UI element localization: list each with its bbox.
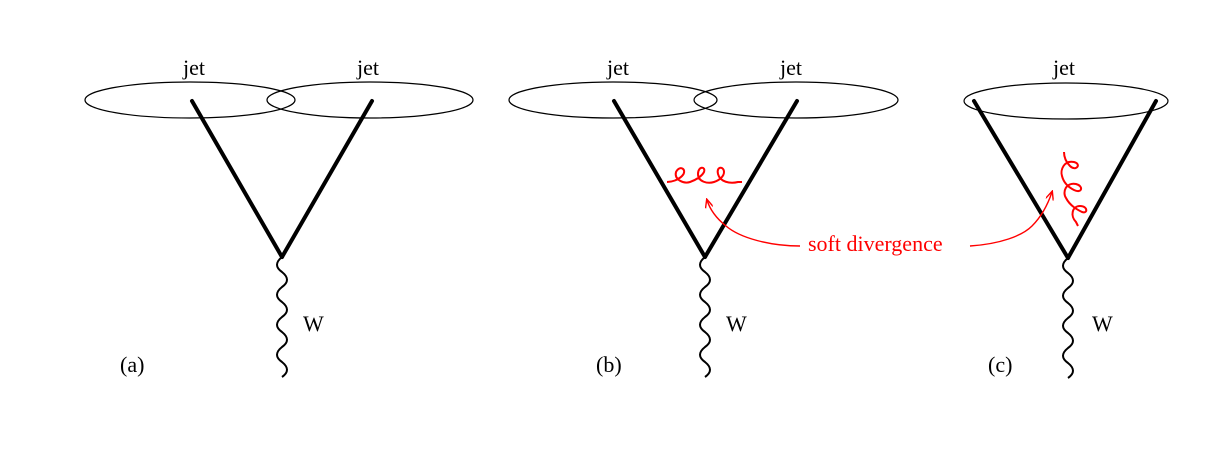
w-boson-line: [1062, 257, 1074, 379]
jet-cone-left: [508, 81, 718, 119]
quark-line: [972, 99, 1070, 260]
jet-label: jet: [1052, 55, 1075, 80]
jet-label-right: jet: [779, 55, 802, 80]
jet-cone-left: [84, 81, 296, 119]
jet-label-right: jet: [356, 55, 379, 80]
jet-cone-right: [266, 81, 474, 119]
arrow-to-b: [707, 200, 801, 247]
caption-b: (b): [596, 352, 622, 377]
soft-divergence-annotation: soft divergence: [707, 192, 1052, 256]
caption-c: (c): [988, 352, 1012, 377]
w-boson-line: [276, 256, 288, 378]
quark-line: [190, 99, 284, 259]
jet-cone-right: [693, 81, 899, 119]
jet-label-left: jet: [606, 55, 629, 80]
soft-gluon-loop: [666, 166, 742, 184]
w-boson-line: [699, 256, 711, 378]
antiquark-line: [703, 99, 799, 259]
quark-line: [612, 99, 707, 259]
diagram-b: jet jet W (b): [508, 55, 899, 378]
soft-divergence-label: soft divergence: [808, 231, 943, 256]
soft-gluon-collinear: [1060, 151, 1088, 227]
arrow-to-c: [969, 192, 1052, 247]
w-boson-label: W: [726, 311, 747, 336]
jet-label-left: jet: [182, 55, 205, 80]
antiquark-line: [280, 99, 374, 259]
jet-cone: [963, 82, 1169, 120]
diagram-c: jet W (c): [963, 55, 1169, 379]
caption-a: (a): [120, 352, 144, 377]
diagram-a: jet jet W (a): [84, 55, 474, 378]
w-boson-label: W: [303, 311, 324, 336]
w-boson-label: W: [1092, 311, 1113, 336]
antiquark-line: [1066, 99, 1158, 260]
